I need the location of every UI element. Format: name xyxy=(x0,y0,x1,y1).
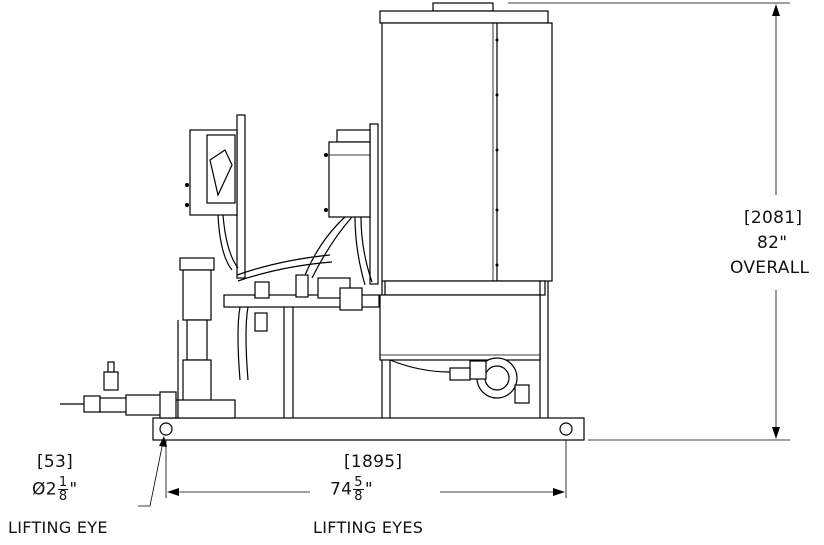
blower-motor xyxy=(389,357,530,404)
tank-cabinet xyxy=(379,2,553,282)
lifting-eye-leader xyxy=(138,436,167,507)
lifting-eyes-dimension-line xyxy=(165,440,567,498)
diameter-inch-mark: " xyxy=(69,479,78,500)
lifting-eye-caption: LIFTING EYE xyxy=(8,518,108,537)
support-frame xyxy=(379,280,549,418)
inlet-piping xyxy=(60,361,177,419)
overall-height-imperial: 82" xyxy=(757,233,788,253)
control-box-middle xyxy=(324,123,379,285)
lifting-eye-metric: [53] xyxy=(37,452,74,472)
pump xyxy=(174,257,236,419)
overall-height-caption: OVERALL xyxy=(730,258,810,278)
lifting-eyes-caption: LIFTING EYES xyxy=(313,518,424,537)
conduits xyxy=(217,214,373,286)
overall-height-metric: [2081] xyxy=(744,208,803,228)
diameter-whole: 2 xyxy=(45,479,57,500)
diameter-frac-den: 8 xyxy=(58,489,68,504)
diameter-symbol: Ø xyxy=(32,479,46,500)
diameter-frac-num: 1 xyxy=(57,475,69,490)
spacing-frac-num: 5 xyxy=(353,475,364,490)
lifting-eyes-metric: [1895] xyxy=(344,452,403,472)
spacing-whole: 74 xyxy=(330,479,353,500)
spacing-inch-mark: " xyxy=(364,479,373,500)
overall-height-dimension-line xyxy=(508,2,790,441)
valve-manifold xyxy=(223,274,380,418)
spacing-frac-den: 8 xyxy=(354,489,363,504)
base-skid xyxy=(152,417,585,441)
control-panel-left xyxy=(185,114,246,279)
